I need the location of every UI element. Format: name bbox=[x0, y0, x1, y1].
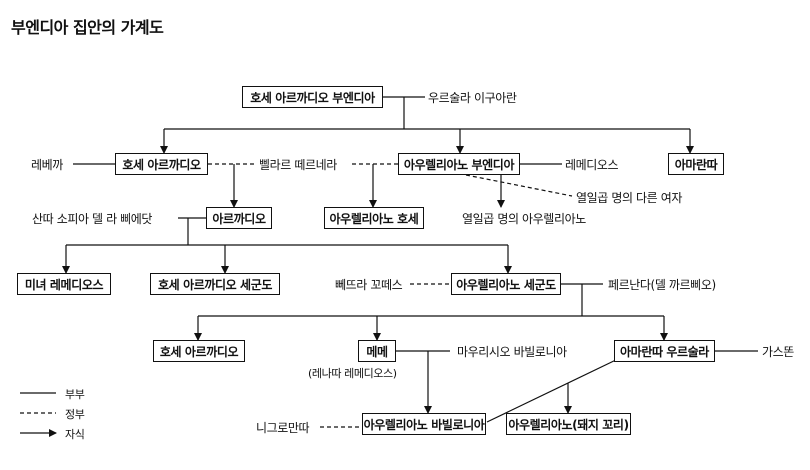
label-remedios: 레메디오스 bbox=[565, 158, 619, 172]
box-aureliano-buendia: 아우렐리아노 부엔디아 bbox=[398, 153, 520, 175]
label-ursula-iguaran: 우르술라 이구아란 bbox=[428, 91, 517, 105]
box-amaranta: 아마란따 bbox=[668, 153, 724, 175]
label-rebeca: 레베까 bbox=[31, 158, 63, 172]
legend-lover-label: 정부 bbox=[65, 408, 85, 421]
label-petra-cotes: 뻬뜨라 꼬떼스 bbox=[335, 278, 403, 292]
box-arcadio: 아르까디오 bbox=[206, 207, 272, 229]
box-aureliano-jose: 아우렐리아노 호세 bbox=[324, 207, 424, 229]
box-jose-arcadio-gen5: 호세 아르까디오 bbox=[153, 340, 245, 362]
box-meme: 메메 bbox=[358, 340, 396, 362]
label-pilar-ternera: 삘라르 떼르네라 bbox=[259, 158, 337, 172]
page-title: 부엔디아 집안의 가계도 bbox=[11, 18, 164, 37]
label-renata-remedios: (레나따 레메디오스) bbox=[308, 367, 397, 380]
box-aureliano-babilonia: 아우렐리아노 바빌로니아 bbox=[362, 413, 486, 435]
box-jose-arcadio-segundo: 호세 아르까디오 세군도 bbox=[150, 273, 280, 295]
label-nigromanta: 니그로만따 bbox=[256, 421, 310, 435]
label-gaston: 가스똔 bbox=[762, 345, 794, 359]
box-jose-arcadio: 호세 아르까디오 bbox=[115, 153, 208, 175]
label-fernanda: 페르난다(델 까르삐오) bbox=[608, 278, 716, 292]
label-seventeen-women: 열일곱 명의 다른 여자 bbox=[576, 191, 683, 205]
legend-child-label: 자식 bbox=[65, 428, 85, 441]
box-amaranta-ursula: 아마란따 우르술라 bbox=[614, 340, 715, 362]
box-remedios-the-beauty: 미녀 레메디오스 bbox=[17, 273, 111, 295]
label-seventeen-aurelianos: 열일곱 명의 아우렐리아노 bbox=[462, 212, 586, 226]
lover-line bbox=[465, 174, 573, 197]
label-santa-sofia: 산따 소피아 델 라 삐에닷 bbox=[32, 212, 153, 226]
legend-spouse-label: 부부 bbox=[65, 388, 85, 401]
label-mauricio-babilonia: 마우리시오 바빌로니아 bbox=[457, 345, 567, 359]
box-aureliano-pigtail: 아우렐리아노(돼지 꼬리) bbox=[506, 413, 631, 435]
spouse-line bbox=[486, 357, 621, 423]
box-jose-arcadio-buendia: 호세 아르까디오 부엔디아 bbox=[242, 86, 383, 108]
box-aureliano-segundo: 아우렐리아노 세군도 bbox=[451, 273, 561, 295]
